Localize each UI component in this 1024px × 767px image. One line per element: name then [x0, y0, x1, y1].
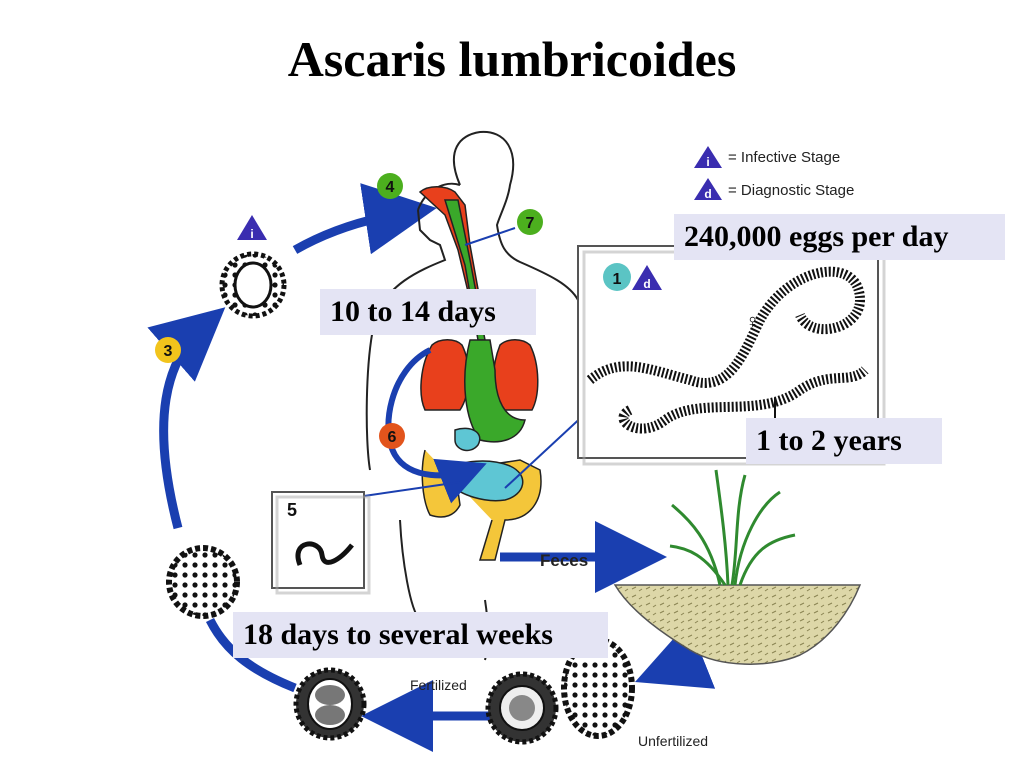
diagnostic-stage-icon — [694, 178, 722, 200]
callout-1-2-years: 1 to 2 years — [746, 418, 942, 464]
callout-18-days-weeks: 18 days to several weeks — [233, 612, 608, 658]
fertilized-label: Fertilized — [410, 677, 467, 693]
egg-infective — [219, 251, 287, 319]
migration-arrow — [385, 347, 487, 504]
step-3-badge: 3 — [164, 343, 173, 360]
unfertilized-label: Unfertilized — [638, 733, 708, 749]
cycle-arrow-top — [292, 183, 437, 255]
callout-eggs-per-day: 240,000 eggs per day — [674, 214, 1005, 260]
step-1-badge: 1 — [613, 271, 622, 288]
cycle-arrow-left — [147, 307, 226, 530]
egg-two-cell — [293, 667, 367, 741]
callout-10-14-days: 10 to 14 days — [320, 289, 536, 335]
step-4-badge: 4 — [386, 179, 395, 196]
cycle-arrow-bottom-left — [205, 617, 297, 693]
soil — [613, 584, 862, 665]
larva-panel — [271, 491, 365, 589]
svg-text:i: i — [706, 155, 709, 169]
step-6-badge: 6 — [388, 429, 397, 446]
legend-diagnostic-label: = Diagnostic Stage — [728, 182, 854, 199]
larva — [295, 541, 354, 566]
legend-infective-label: = Infective Stage — [728, 149, 840, 166]
step-5-badge: 5 — [287, 500, 297, 520]
feces-label: Feces — [540, 551, 588, 570]
female-symbol: ♀ — [745, 311, 760, 333]
svg-text:d: d — [704, 187, 711, 201]
page-title: Ascaris lumbricoides — [287, 31, 737, 87]
egg-fertilized — [485, 671, 559, 745]
step-7-badge: 7 — [526, 215, 535, 232]
egg-embryonated — [166, 545, 240, 619]
adult-worms — [586, 266, 869, 434]
svg-text:i: i — [250, 227, 253, 241]
step-1-diagnostic-icon — [632, 265, 662, 290]
infective-stage-icon — [694, 146, 722, 168]
plant — [669, 469, 796, 586]
svg-text:d: d — [643, 277, 650, 291]
step-3-infective-icon — [237, 215, 267, 240]
